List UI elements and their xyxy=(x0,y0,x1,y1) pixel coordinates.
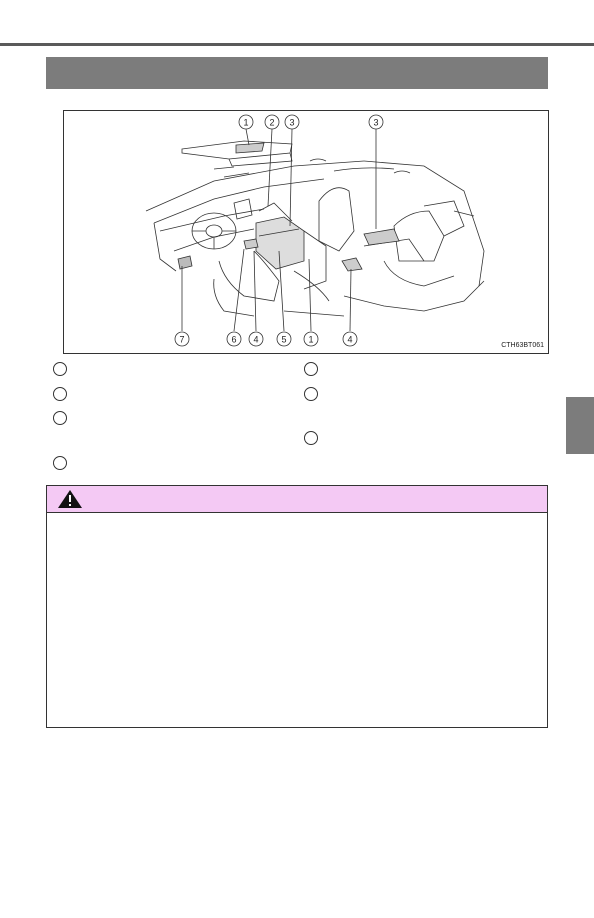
interior-illustration: 1 2 3 3 7 6 4 5 1 4 CTH63BT061 xyxy=(63,110,549,354)
callout-number: 4 xyxy=(253,335,258,345)
callout-circle xyxy=(226,331,242,347)
legend-marker xyxy=(53,362,67,376)
legend-marker xyxy=(304,387,318,401)
callout-number: 1 xyxy=(243,118,248,128)
warning-box xyxy=(46,485,548,728)
car-interior-drawing: 1 2 3 3 7 6 4 5 1 4 xyxy=(145,114,485,347)
legend-marker xyxy=(53,387,67,401)
callout-circle xyxy=(342,331,358,347)
legend-marker xyxy=(304,362,318,376)
callout-circle xyxy=(248,331,264,347)
callout-circle xyxy=(284,114,300,130)
legend-marker xyxy=(53,456,67,470)
top-rule xyxy=(0,43,594,46)
legend-marker xyxy=(53,411,67,425)
figure-code: CTH63BT061 xyxy=(501,342,544,349)
callout-circle xyxy=(368,114,384,130)
chapter-side-tab xyxy=(566,397,594,454)
callout-circle xyxy=(264,114,280,130)
warning-triangle-icon xyxy=(58,490,82,508)
callout-number: 6 xyxy=(231,335,236,345)
callout-circle xyxy=(174,331,190,347)
callout-number: 4 xyxy=(347,335,352,345)
callout-number: 3 xyxy=(373,118,378,128)
callout-number: 7 xyxy=(179,335,184,345)
callout-circle xyxy=(276,331,292,347)
legend-marker xyxy=(304,431,318,445)
callout-number: 1 xyxy=(308,335,313,345)
callout-circle xyxy=(303,331,319,347)
callout-circle xyxy=(238,114,254,130)
callout-number: 5 xyxy=(281,335,286,345)
callout-number: 3 xyxy=(289,118,294,128)
section-header-bar xyxy=(46,57,548,89)
callout-number: 2 xyxy=(269,118,274,128)
warning-header xyxy=(47,486,547,513)
